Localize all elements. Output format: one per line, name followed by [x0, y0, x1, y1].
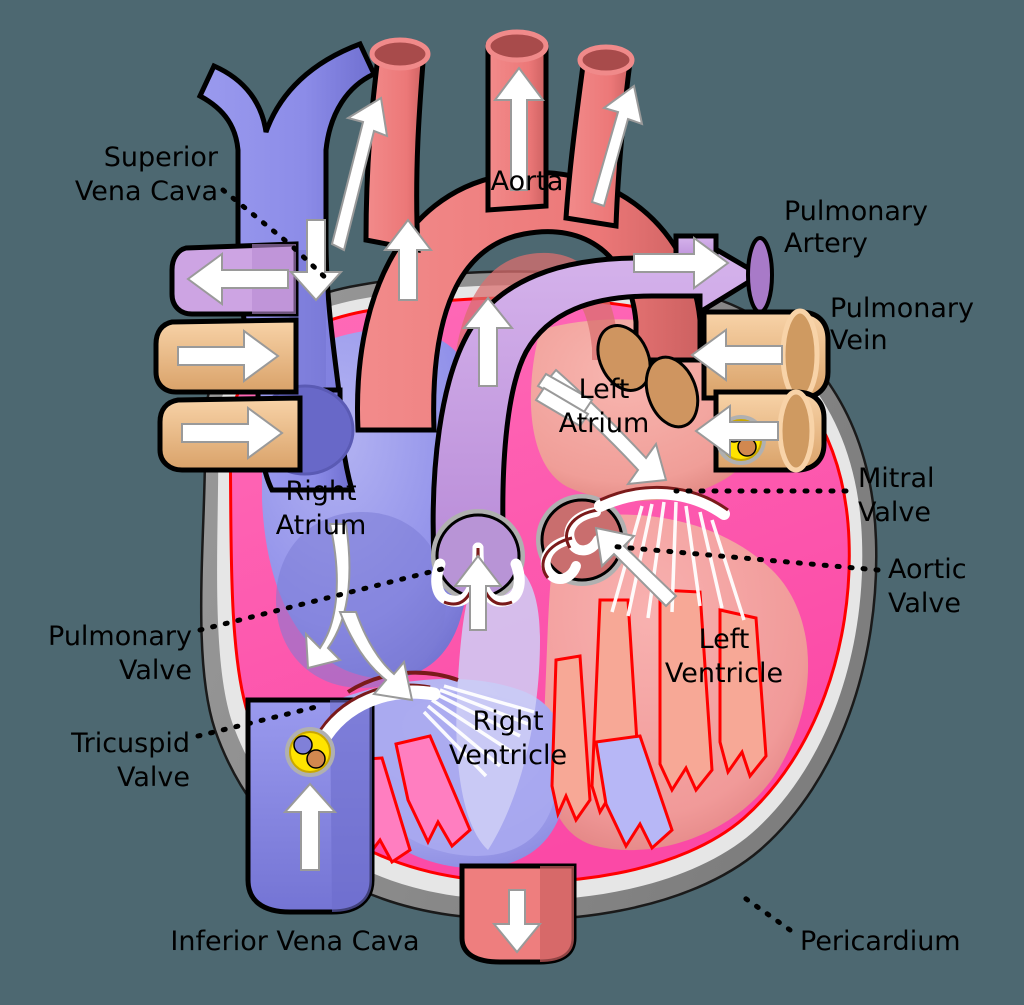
coronary-marker-right [285, 727, 335, 777]
labels-layer: Superior Vena Cava Aorta Pulmonary Arter… [48, 142, 974, 957]
arrow-la-tail-2 [534, 386, 590, 428]
leader-tricuspid [195, 703, 323, 739]
arrow-rpv-upper [690, 328, 783, 382]
arrow-rpv-lower [694, 404, 779, 458]
label-left-atrium-2: Atrium [559, 408, 650, 439]
label-pulmonary-vein-2: Vein [830, 325, 888, 356]
label-mitral-valve-2: Valve [858, 497, 931, 528]
left-ventricle-blue-trabecula [594, 734, 674, 851]
label-superior-vena-cava: Superior [104, 142, 219, 173]
arrow-svc-down [288, 219, 344, 302]
arrow-ascending-aorta [382, 218, 434, 301]
flow-arrows [177, 66, 783, 954]
label-left-ventricle: Left [699, 624, 750, 655]
label-aortic-valve-2: Valve [888, 588, 961, 619]
label-aorta: Aorta [491, 166, 564, 197]
arrow-descending-aorta [491, 889, 543, 954]
leader-pulmonary-valve [197, 565, 449, 633]
label-pulmonary-vein: Pulmonary [830, 293, 974, 324]
label-pulmonary-artery-2: Artery [784, 228, 868, 259]
arrow-branch-2 [493, 66, 545, 191]
label-inferior-vena-cava: Inferior Vena Cava [170, 926, 419, 957]
arrow-lpv-lower [181, 406, 284, 460]
leader-pericardium [739, 893, 793, 933]
label-pulmonary-artery: Pulmonary [784, 196, 928, 227]
leader-lines [195, 187, 881, 933]
label-right-atrium-2: Atrium [276, 510, 367, 541]
arrow-rpa-right [633, 236, 730, 290]
label-right-ventricle: Right [472, 706, 543, 737]
pulmonary-vein-openings [596, 324, 700, 429]
label-aortic-valve: Aortic [888, 554, 967, 585]
label-pulmonary-valve-2: Valve [119, 655, 192, 686]
arrow-lpv-upper [177, 329, 280, 383]
arrow-lpa-left [186, 252, 289, 306]
leader-svc [220, 187, 295, 249]
leader-svc-2 [291, 245, 333, 285]
label-tricuspid-valve-2: Valve [117, 762, 190, 793]
arrow-ra-to-rv-head [338, 611, 414, 702]
label-tricuspid-valve: Tricuspid [70, 728, 190, 759]
mitral-valve[interactable] [594, 485, 746, 621]
label-left-ventricle-2: Ventricle [665, 658, 783, 689]
label-superior-vena-cava-2: Vena Cava [75, 176, 218, 207]
label-right-atrium: Right [285, 476, 356, 507]
label-left-atrium: Left [579, 374, 630, 405]
arrow-ra-to-rv [304, 523, 351, 670]
label-right-ventricle-2: Ventricle [449, 740, 567, 771]
label-pulmonary-valve: Pulmonary [48, 621, 192, 652]
arrow-pulm-valve-up [452, 554, 504, 631]
arrow-ascending-aorta-2 [461, 296, 515, 387]
label-mitral-valve: Mitral [858, 463, 935, 494]
label-pericardium: Pericardium [800, 926, 961, 957]
arrow-ivc-up [282, 782, 338, 871]
arrow-branch-3 [590, 84, 644, 208]
septum [456, 559, 540, 850]
arrow-branch-1 [330, 96, 389, 252]
